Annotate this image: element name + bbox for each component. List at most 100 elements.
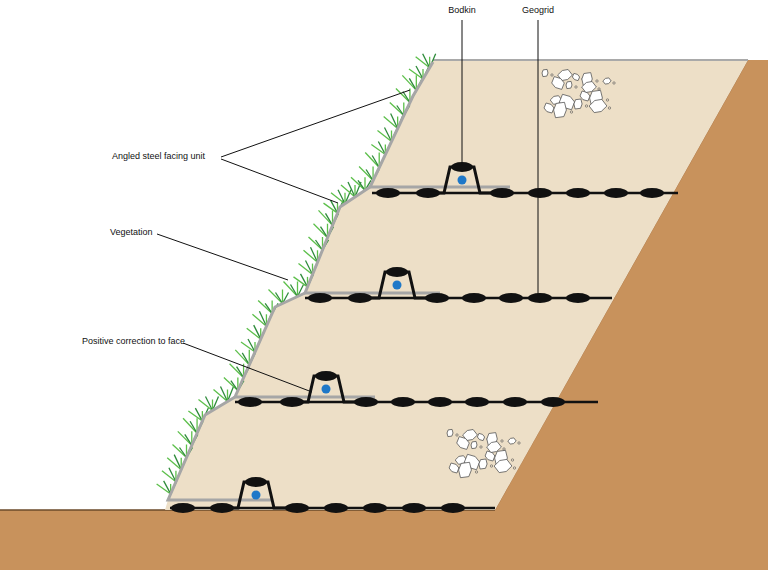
grass-blade	[185, 434, 192, 445]
label: Vegetation	[110, 228, 153, 238]
gravel	[511, 459, 513, 461]
grass-blade	[309, 237, 323, 250]
grass-blade	[391, 114, 398, 129]
grass-blade	[338, 190, 345, 204]
gravel	[575, 86, 577, 88]
rock	[485, 451, 495, 461]
geogrid-node	[566, 293, 590, 303]
grass-blade	[265, 303, 272, 313]
geogrid-node	[308, 293, 332, 303]
bodkin	[315, 371, 337, 381]
label: Positive correction to face	[82, 337, 185, 347]
gravel	[570, 111, 572, 113]
grass-blade	[231, 381, 238, 391]
gravel	[585, 105, 587, 107]
grass-blade	[306, 261, 313, 275]
grass-blade	[385, 128, 392, 142]
bodkin-bar	[393, 281, 402, 290]
gravel	[456, 434, 458, 436]
label: Bodkin	[448, 6, 476, 16]
grass-blade	[235, 350, 249, 365]
geogrid-node	[503, 397, 527, 407]
geogrid-node	[566, 188, 590, 198]
geogrid-node	[462, 293, 486, 303]
leader-line	[538, 20, 539, 296]
grass-blade	[230, 364, 244, 378]
grass-blade	[169, 468, 176, 482]
grass-blade	[173, 445, 187, 458]
rock	[471, 441, 477, 448]
grass-blade	[365, 153, 379, 168]
bodkin	[245, 477, 267, 487]
grass-blade	[316, 240, 323, 250]
bodkin-bar	[322, 385, 331, 394]
grass-blade	[206, 397, 213, 411]
geogrid	[372, 162, 678, 198]
geogrid-node	[604, 188, 628, 198]
grass-blade	[174, 455, 181, 470]
leader-line	[221, 90, 410, 157]
rock	[603, 78, 611, 84]
rock	[572, 73, 579, 80]
gravel	[606, 99, 608, 101]
geogrid-node	[376, 188, 400, 198]
grass-blade	[259, 311, 266, 326]
bodkin-bar	[458, 176, 467, 185]
rock	[459, 462, 472, 477]
grass-blade	[402, 75, 416, 90]
gravel	[501, 440, 503, 442]
leader-line	[157, 234, 288, 280]
geogrid-node	[465, 397, 489, 407]
gravel	[490, 465, 492, 467]
rock	[477, 433, 484, 440]
grass-blade	[284, 282, 298, 297]
grass-blade	[358, 180, 365, 190]
facing-unit	[370, 62, 510, 187]
gravel	[480, 446, 482, 448]
grass-blade	[390, 103, 404, 116]
grass-blade	[248, 339, 255, 352]
facing-unit	[305, 187, 440, 293]
geogrid-node	[171, 503, 195, 513]
leader-line	[462, 20, 463, 166]
geogrid-node	[391, 397, 415, 407]
rock	[457, 437, 470, 450]
gravel	[518, 442, 520, 444]
label: Angled steel facing unit	[112, 152, 205, 162]
rock	[542, 69, 548, 76]
grass-blade	[242, 353, 249, 365]
rock	[494, 459, 512, 472]
geogrid-node	[528, 293, 552, 303]
rock	[449, 463, 459, 473]
grass-blade	[291, 285, 298, 297]
grass-blade	[190, 421, 197, 433]
grass-blade	[416, 66, 423, 79]
grass-blade	[314, 224, 328, 238]
grass-blade	[319, 210, 333, 225]
grass-blade	[366, 170, 373, 181]
rock-fill	[447, 69, 615, 477]
geogrid	[305, 267, 612, 303]
geogrid-layers	[170, 162, 678, 513]
grass-blade	[348, 182, 355, 197]
grass-blade	[183, 418, 197, 433]
grass-blade	[178, 431, 192, 445]
bodkin-bar	[252, 491, 261, 500]
rock	[447, 429, 453, 436]
grass-blade	[378, 142, 385, 155]
rock	[508, 438, 516, 444]
rock	[487, 442, 502, 453]
grass-blade	[351, 177, 365, 190]
leader-line	[183, 343, 312, 392]
rock	[552, 77, 565, 90]
facing-unit	[168, 397, 272, 500]
natural-ground	[0, 60, 768, 570]
grass-blade	[195, 408, 202, 421]
grass-blade	[254, 325, 261, 339]
geogrid-node	[528, 188, 552, 198]
grass-blade	[180, 448, 187, 458]
geogrid	[235, 371, 598, 407]
gravel	[513, 467, 515, 469]
